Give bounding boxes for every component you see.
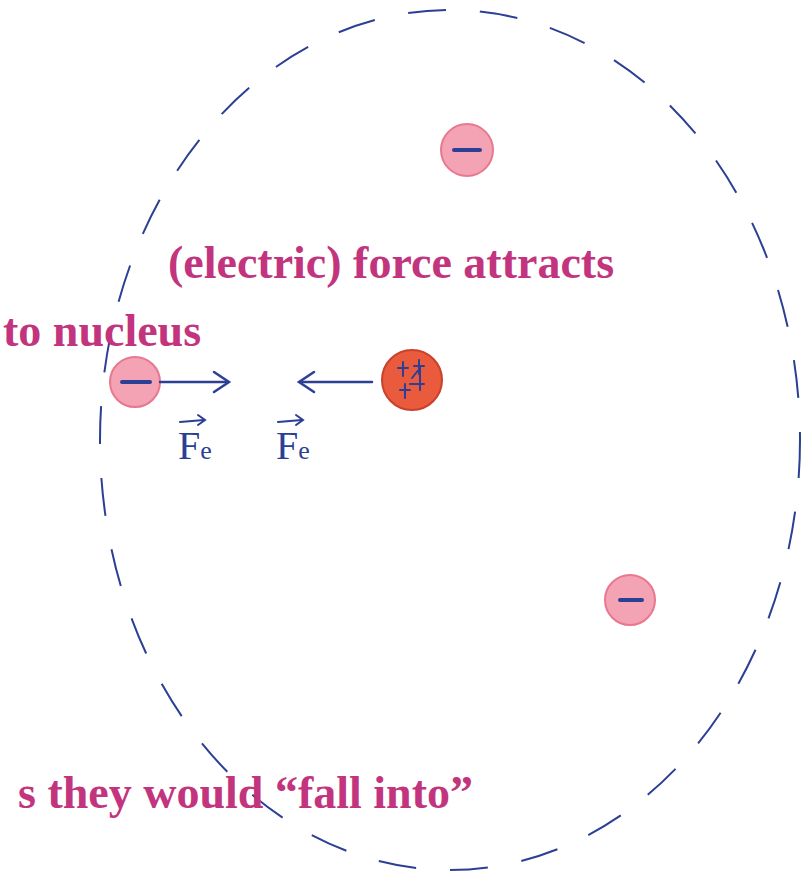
electron-symbol: [441, 124, 493, 176]
electron-symbol: [605, 575, 655, 625]
heading-text: to nucleus: [3, 306, 201, 357]
orbit-outline: [100, 10, 800, 870]
force-arrow: [160, 372, 229, 392]
heading-text: (electric) force attracts: [168, 238, 614, 289]
nucleus-symbol: [382, 350, 442, 410]
force-label: Fe: [178, 424, 212, 468]
force-label: Fe: [276, 424, 310, 468]
force-arrow: [299, 372, 372, 392]
electron-symbol: [110, 357, 160, 407]
body-text: s they would “fall into”: [18, 768, 473, 819]
